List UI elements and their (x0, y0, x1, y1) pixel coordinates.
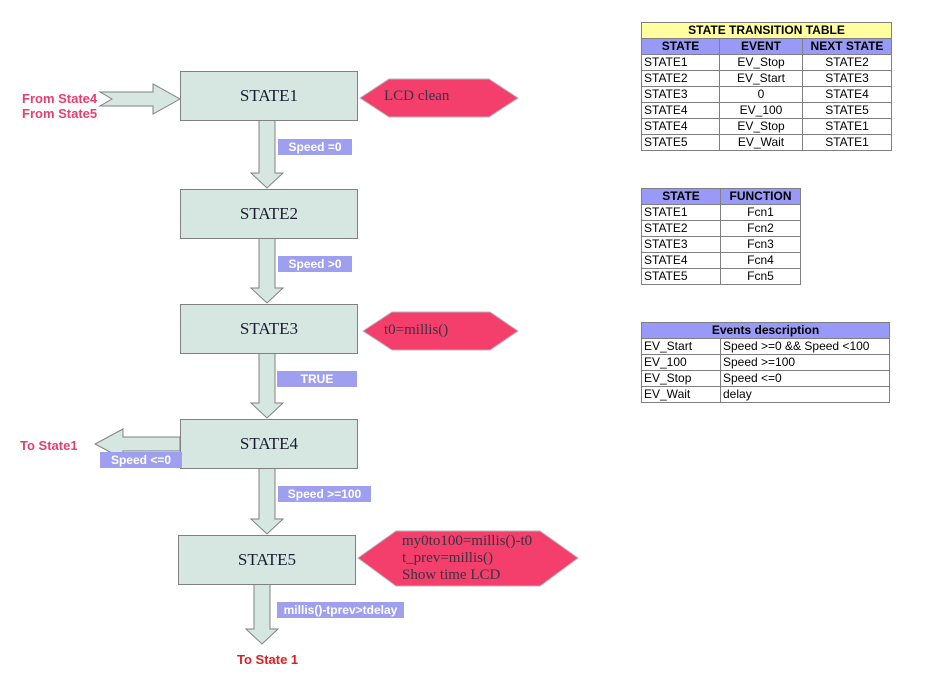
table-cell: STATE1 (802, 118, 892, 135)
table-cell: EV_Wait (719, 134, 803, 151)
table-cell: EV_Start (719, 70, 803, 87)
transition-header-state: STATE (641, 38, 720, 55)
arrow-down-s5-exit-icon (244, 583, 280, 645)
edge-label-millis-delay: millis()-tprev>tdelay (277, 602, 404, 618)
state-box-state4: STATE4 (180, 419, 358, 469)
table-cell: 0 (719, 86, 803, 103)
table-cell: Speed >=100 (720, 354, 890, 371)
hexagon-state1-action-label: LCD clean (384, 88, 450, 104)
transition-header-nextstate: NEXT STATE (802, 38, 892, 55)
note-to-state1-left: To State1 (20, 438, 78, 453)
table-cell: STATE3 (802, 70, 892, 87)
edge-label-speed-ge100: Speed >=100 (278, 486, 371, 502)
table-cell: Fcn2 (720, 220, 801, 237)
table-cell: EV_Stop (719, 118, 803, 135)
table-cell: EV_Stop (719, 54, 803, 71)
table-cell: STATE2 (641, 220, 721, 237)
events-table-title: Events description (641, 322, 890, 339)
edge-label-speed-gt0: Speed >0 (278, 256, 352, 272)
table-cell: Speed >=0 && Speed <100 (720, 338, 890, 355)
table-cell: EV_100 (719, 102, 803, 119)
table-cell: STATE4 (641, 118, 720, 135)
note-from-state4: From State4 (22, 91, 98, 106)
note-to-state1-bottom: To State 1 (237, 652, 299, 667)
state-box-state2: STATE2 (180, 189, 358, 239)
table-cell: STATE1 (641, 204, 721, 221)
table-cell: Fcn1 (720, 204, 801, 221)
table-cell: Speed <=0 (720, 370, 890, 387)
functions-header-function: FUNCTION (720, 188, 801, 205)
table-cell: STATE4 (802, 86, 892, 103)
table-cell: STATE1 (802, 134, 892, 151)
state-transition-table: STATE TRANSITION TABLE STATE EVENT NEXT … (641, 22, 892, 151)
arrow-into-state1-icon (98, 83, 182, 115)
table-cell: STATE5 (641, 268, 721, 285)
table-cell: EV_100 (641, 354, 721, 371)
table-cell: STATE1 (641, 54, 720, 71)
table-cell: Fcn3 (720, 236, 801, 253)
table-cell: Fcn5 (720, 268, 801, 285)
note-from-state5: From State5 (22, 106, 98, 121)
hexagon-state5-action-label: my0to100=millis()-t0 t_prev=millis() Sho… (402, 533, 532, 584)
functions-header-state: STATE (641, 188, 721, 205)
table-cell: Fcn4 (720, 252, 801, 269)
state-box-state5: STATE5 (178, 535, 356, 585)
table-cell: STATE5 (641, 134, 720, 151)
table-cell: EV_Wait (641, 386, 721, 403)
table-cell: EV_Stop (641, 370, 721, 387)
edge-label-speed-eq0: Speed =0 (278, 139, 352, 155)
table-cell: EV_Start (641, 338, 721, 355)
state-box-state3: STATE3 (180, 304, 358, 354)
hexagon-state3-action-label: t0=millis() (384, 322, 449, 338)
hexagon-state5-action-line1: my0to100=millis()-t0 (402, 533, 533, 549)
transition-table-title: STATE TRANSITION TABLE (641, 22, 892, 39)
table-cell: STATE2 (641, 70, 720, 87)
table-cell: delay (720, 386, 890, 403)
edge-label-speed-le0: Speed <=0 (100, 452, 182, 468)
hexagon-state5-action-line2: t_prev=millis() (402, 550, 493, 566)
state-box-state1: STATE1 (180, 71, 358, 121)
table-cell: STATE4 (641, 102, 720, 119)
table-cell: STATE3 (641, 86, 720, 103)
table-cell: STATE4 (641, 252, 721, 269)
table-cell: STATE2 (802, 54, 892, 71)
transition-header-event: EVENT (719, 38, 803, 55)
edge-label-true: TRUE (277, 371, 357, 387)
table-cell: STATE3 (641, 236, 721, 253)
table-cell: STATE5 (802, 102, 892, 119)
hexagon-state5-action-line3: Show time LCD (402, 567, 501, 583)
